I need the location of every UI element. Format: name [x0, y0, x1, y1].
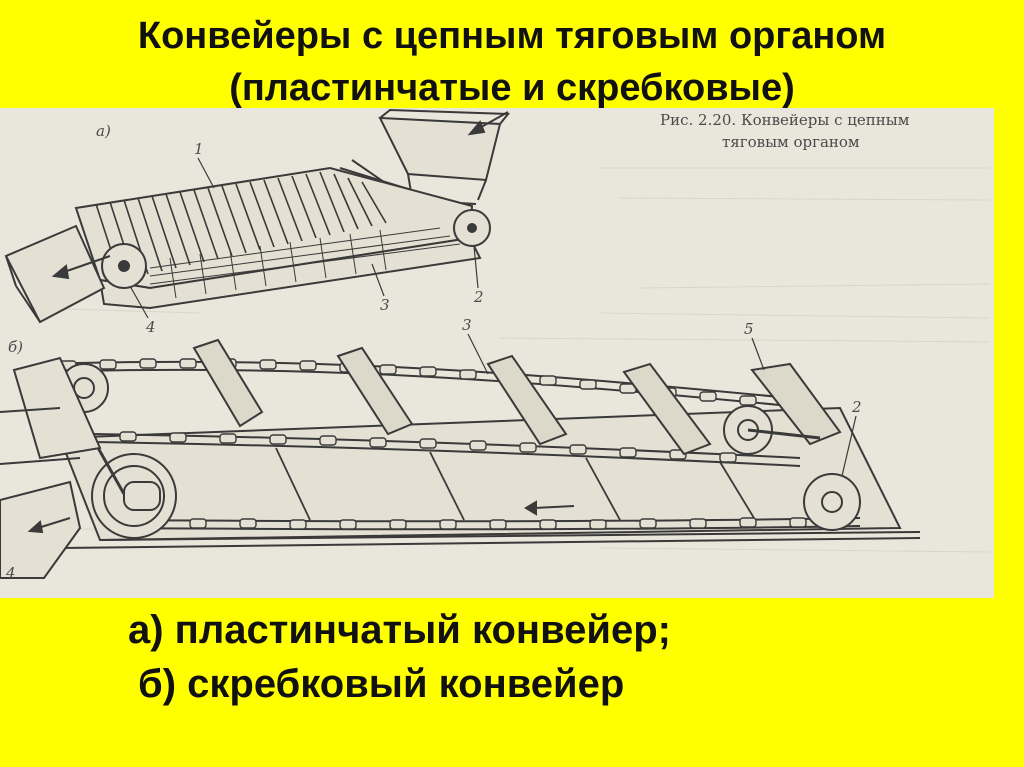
arrow-discharge-b [27, 517, 71, 534]
figure-caption-line-1: Рис. 2.20. Конвейеры с цепным [660, 111, 910, 129]
arrow-in-trough [524, 500, 575, 516]
part-number-1: 1 [194, 140, 204, 158]
leader-1 [197, 157, 215, 189]
sprocket-a-right [453, 209, 491, 247]
arrow-into-hopper [467, 111, 509, 136]
trough-edges [19, 531, 921, 579]
label-b: б) [8, 338, 23, 356]
part-number-4-bottom: 4 [5, 564, 16, 582]
title-line-2: (пластинчатые и скребковые) [229, 67, 795, 109]
figure-caption-line-2: тяговым органом [722, 133, 860, 151]
conveyor-drawing: Рис. 2.20. Конвейеры с цепным тяговым ор… [0, 108, 991, 582]
conveyor-figure: Рис. 2.20. Конвейеры с цепным тяговым ор… [0, 108, 994, 598]
sprocket-b-tail [803, 473, 861, 531]
middle-chain [89, 433, 801, 467]
loading-box-b [0, 356, 102, 465]
leader-3-top [371, 263, 385, 297]
part-number-2-bottom: 2 [851, 398, 862, 416]
lower-chain [109, 517, 861, 531]
slide-title: Конвейеры с цепным тяговым органом (плас… [0, 10, 1024, 114]
leader-3-bottom [467, 333, 489, 375]
part-number-5: 5 [744, 320, 754, 338]
upper-scrapers [192, 338, 842, 456]
label-a: а) [96, 122, 111, 140]
part-number-4-top: 4 [145, 318, 156, 336]
title-line-1: Конвейеры с цепным тяговым органом [137, 15, 887, 57]
part-number-3-bottom: 3 [462, 316, 472, 334]
leader-2-top [473, 245, 479, 289]
lower-scrapers [275, 447, 755, 521]
middle-chain-links [119, 431, 737, 463]
leader-4-top [129, 285, 149, 319]
leader-5 [751, 337, 765, 371]
plate-conveyor-body [74, 166, 482, 310]
part-number-3-top: 3 [380, 296, 390, 314]
sprocket-b-head [91, 453, 177, 539]
part-number-2-top: 2 [473, 288, 484, 306]
caption-scraper-conveyor: б) скребковый конвейер [138, 662, 625, 706]
support-grid [149, 227, 461, 299]
arrow-discharge-a [51, 255, 111, 280]
caption-plate-conveyor: а) пластинчатый конвейер; [128, 608, 671, 652]
sprocket-a-left [101, 243, 147, 289]
leader-2-bottom [841, 415, 857, 477]
